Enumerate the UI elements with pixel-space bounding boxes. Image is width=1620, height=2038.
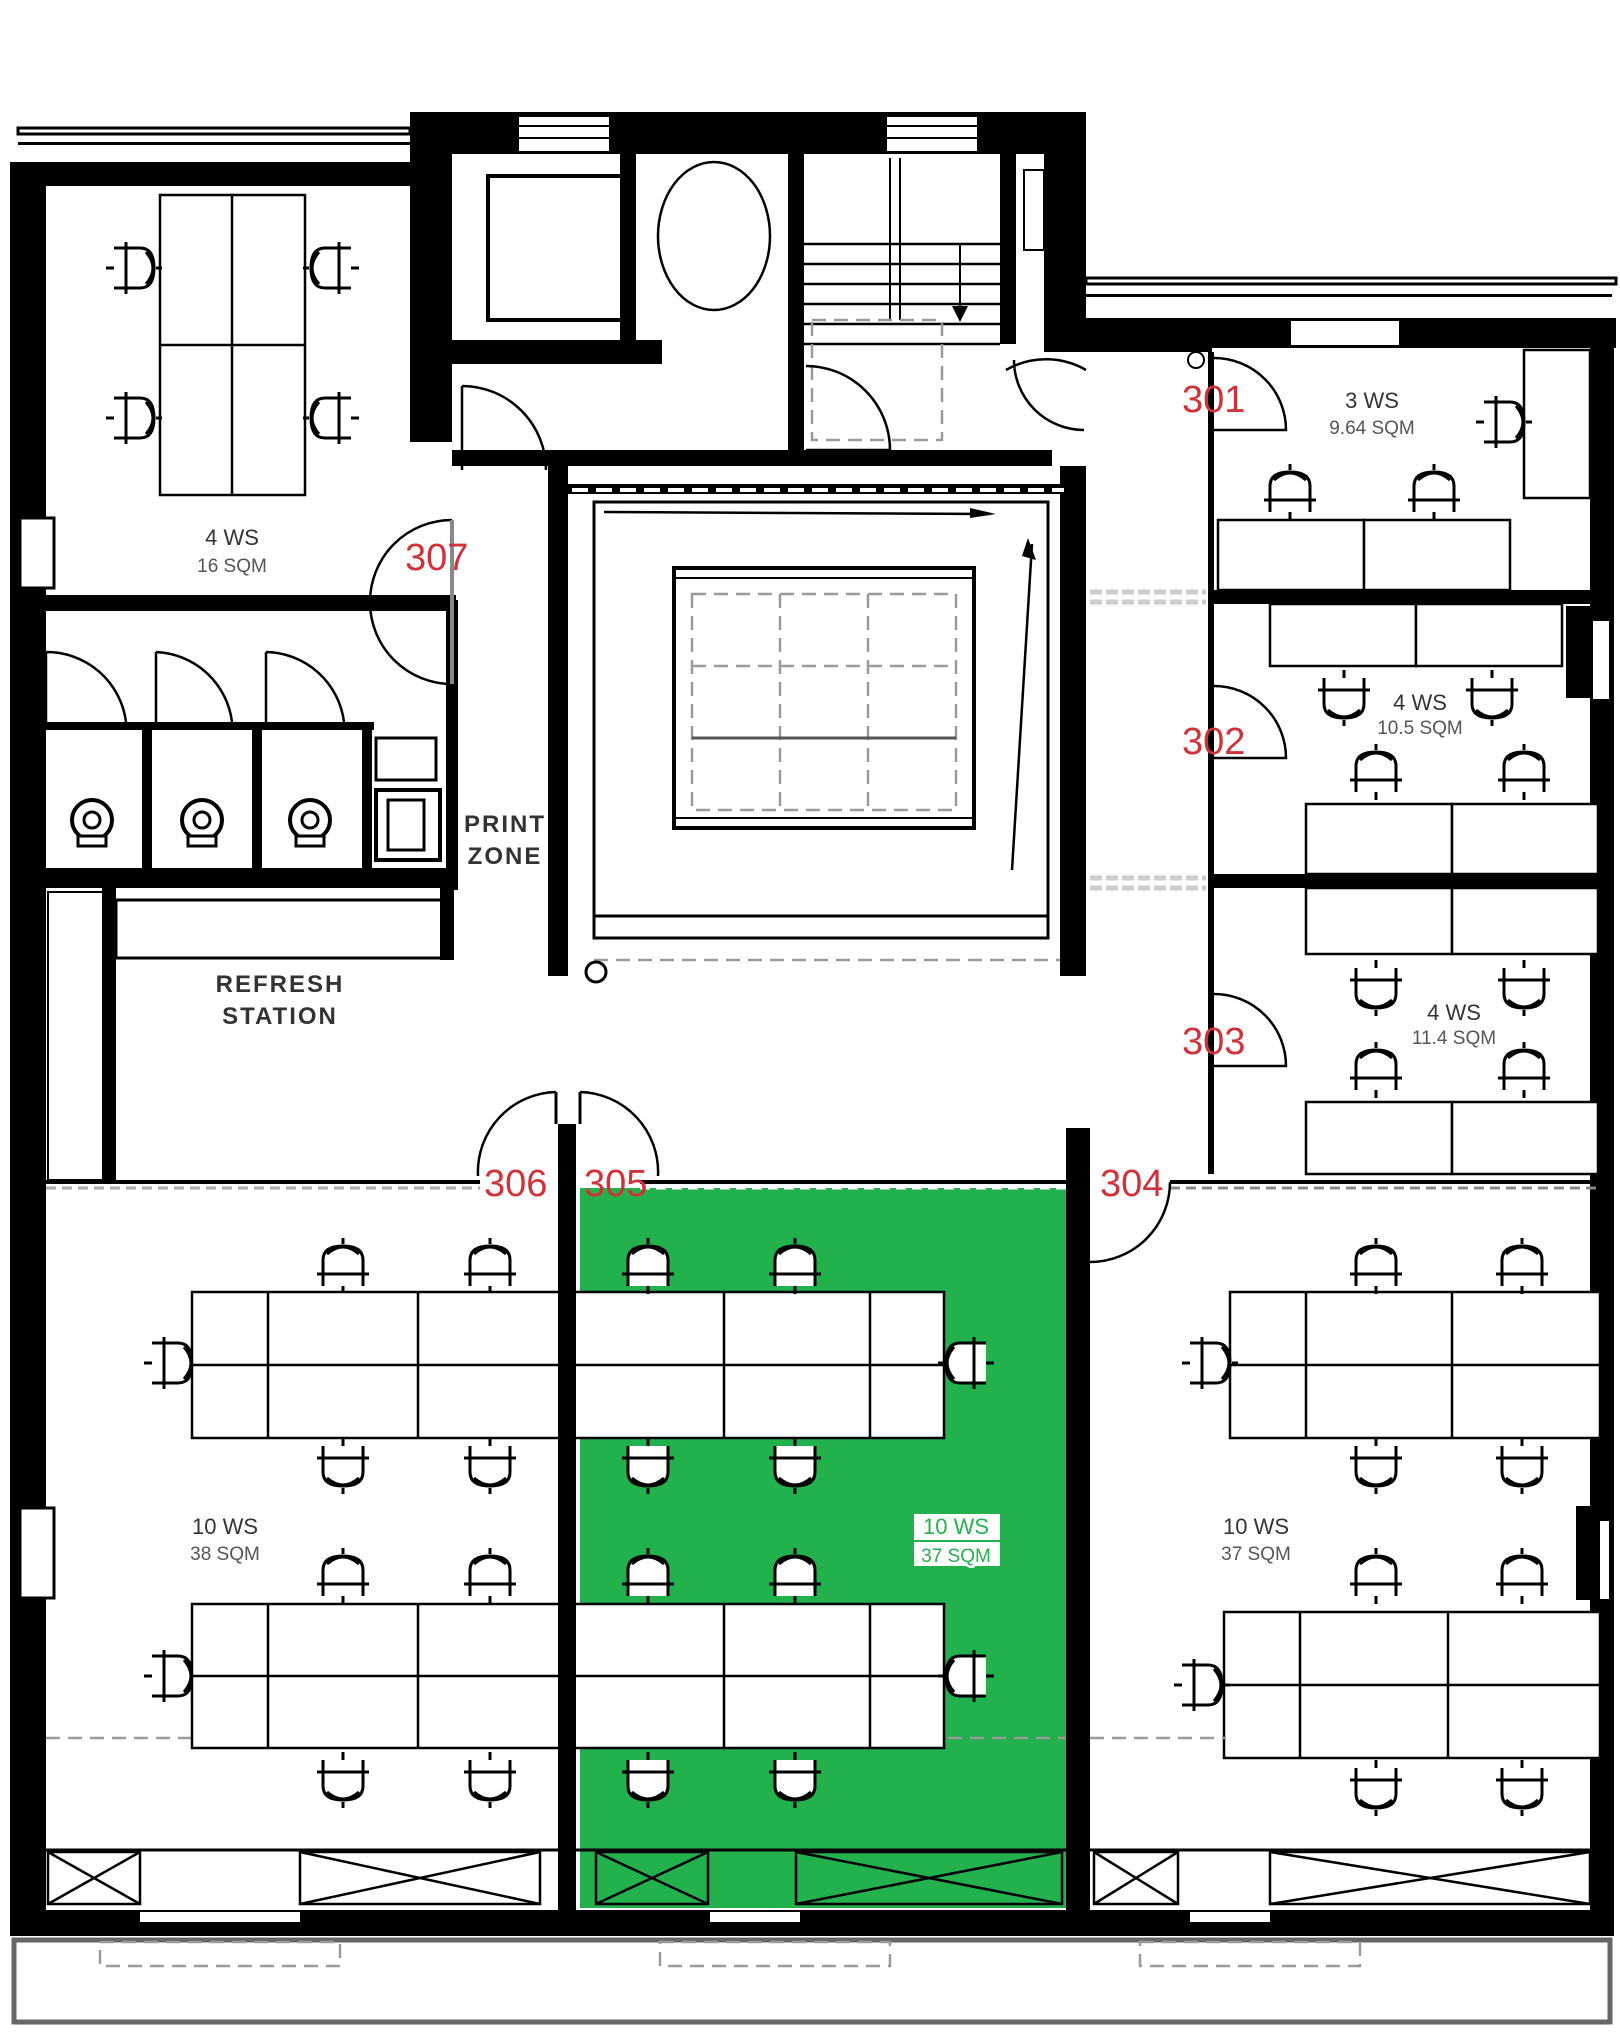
svg-text:STATION: STATION: [222, 1003, 338, 1030]
svg-text:PRINT: PRINT: [464, 811, 546, 838]
svg-text:4 WS: 4 WS: [1393, 690, 1447, 715]
svg-text:10 WS: 10 WS: [1223, 1514, 1289, 1539]
svg-text:4 WS: 4 WS: [1427, 1000, 1481, 1025]
room-number-303: 303: [1182, 1021, 1245, 1063]
corridor-walls: [1086, 340, 1214, 1174]
refresh-station: REFRESH STATION: [47, 880, 454, 1181]
core: [452, 154, 1087, 471]
svg-text:37 SQM: 37 SQM: [1221, 1544, 1291, 1565]
svg-text:ZONE: ZONE: [468, 843, 543, 870]
room-303[interactable]: 303 4 WS 11.4 SQM: [1182, 886, 1600, 1176]
room-301[interactable]: 301 3 WS 9.64 SQM: [1182, 348, 1602, 604]
room-302[interactable]: 302 4 WS 10.5 SQM: [1182, 602, 1602, 888]
svg-text:37 SQM: 37 SQM: [921, 1546, 991, 1567]
room-ws-label: 4 WS: [205, 525, 259, 550]
room-sqm-label: 16 SQM: [197, 556, 267, 577]
room-number-301: 301: [1182, 379, 1245, 421]
print-zone: PRINT ZONE: [464, 811, 546, 870]
room-number-305: 305: [584, 1163, 647, 1205]
room-top-left[interactable]: 4 WS 16 SQM: [46, 193, 456, 611]
door-305[interactable]: 305: [578, 1090, 660, 1205]
exterior-walls: [10, 112, 1618, 2025]
room-number-302: 302: [1182, 721, 1245, 763]
door-304[interactable]: 304: [1089, 1163, 1172, 1264]
svg-text:3 WS: 3 WS: [1345, 388, 1399, 413]
room-305[interactable]: 10 WS 37 SQM: [620, 1236, 1000, 1808]
svg-text:10 WS: 10 WS: [192, 1514, 258, 1539]
svg-text:11.4 SQM: 11.4 SQM: [1412, 1028, 1496, 1049]
svg-text:9.64 SQM: 9.64 SQM: [1329, 418, 1415, 439]
svg-text:10 WS: 10 WS: [923, 1514, 989, 1539]
door-306[interactable]: 306: [476, 1090, 558, 1205]
window-units: [46, 1848, 1592, 1906]
room-number-307: 307: [405, 537, 468, 579]
svg-text:38 SQM: 38 SQM: [190, 1544, 260, 1565]
wc-block: [44, 600, 458, 890]
room-number-306: 306: [484, 1163, 547, 1205]
svg-text:REFRESH: REFRESH: [216, 971, 345, 998]
room-304[interactable]: 10 WS 37 SQM: [1090, 1236, 1602, 1816]
door-307[interactable]: 307: [368, 518, 468, 686]
atrium-void: [548, 466, 1086, 984]
room-number-304: 304: [1100, 1163, 1163, 1205]
svg-text:10.5 SQM: 10.5 SQM: [1377, 718, 1463, 739]
